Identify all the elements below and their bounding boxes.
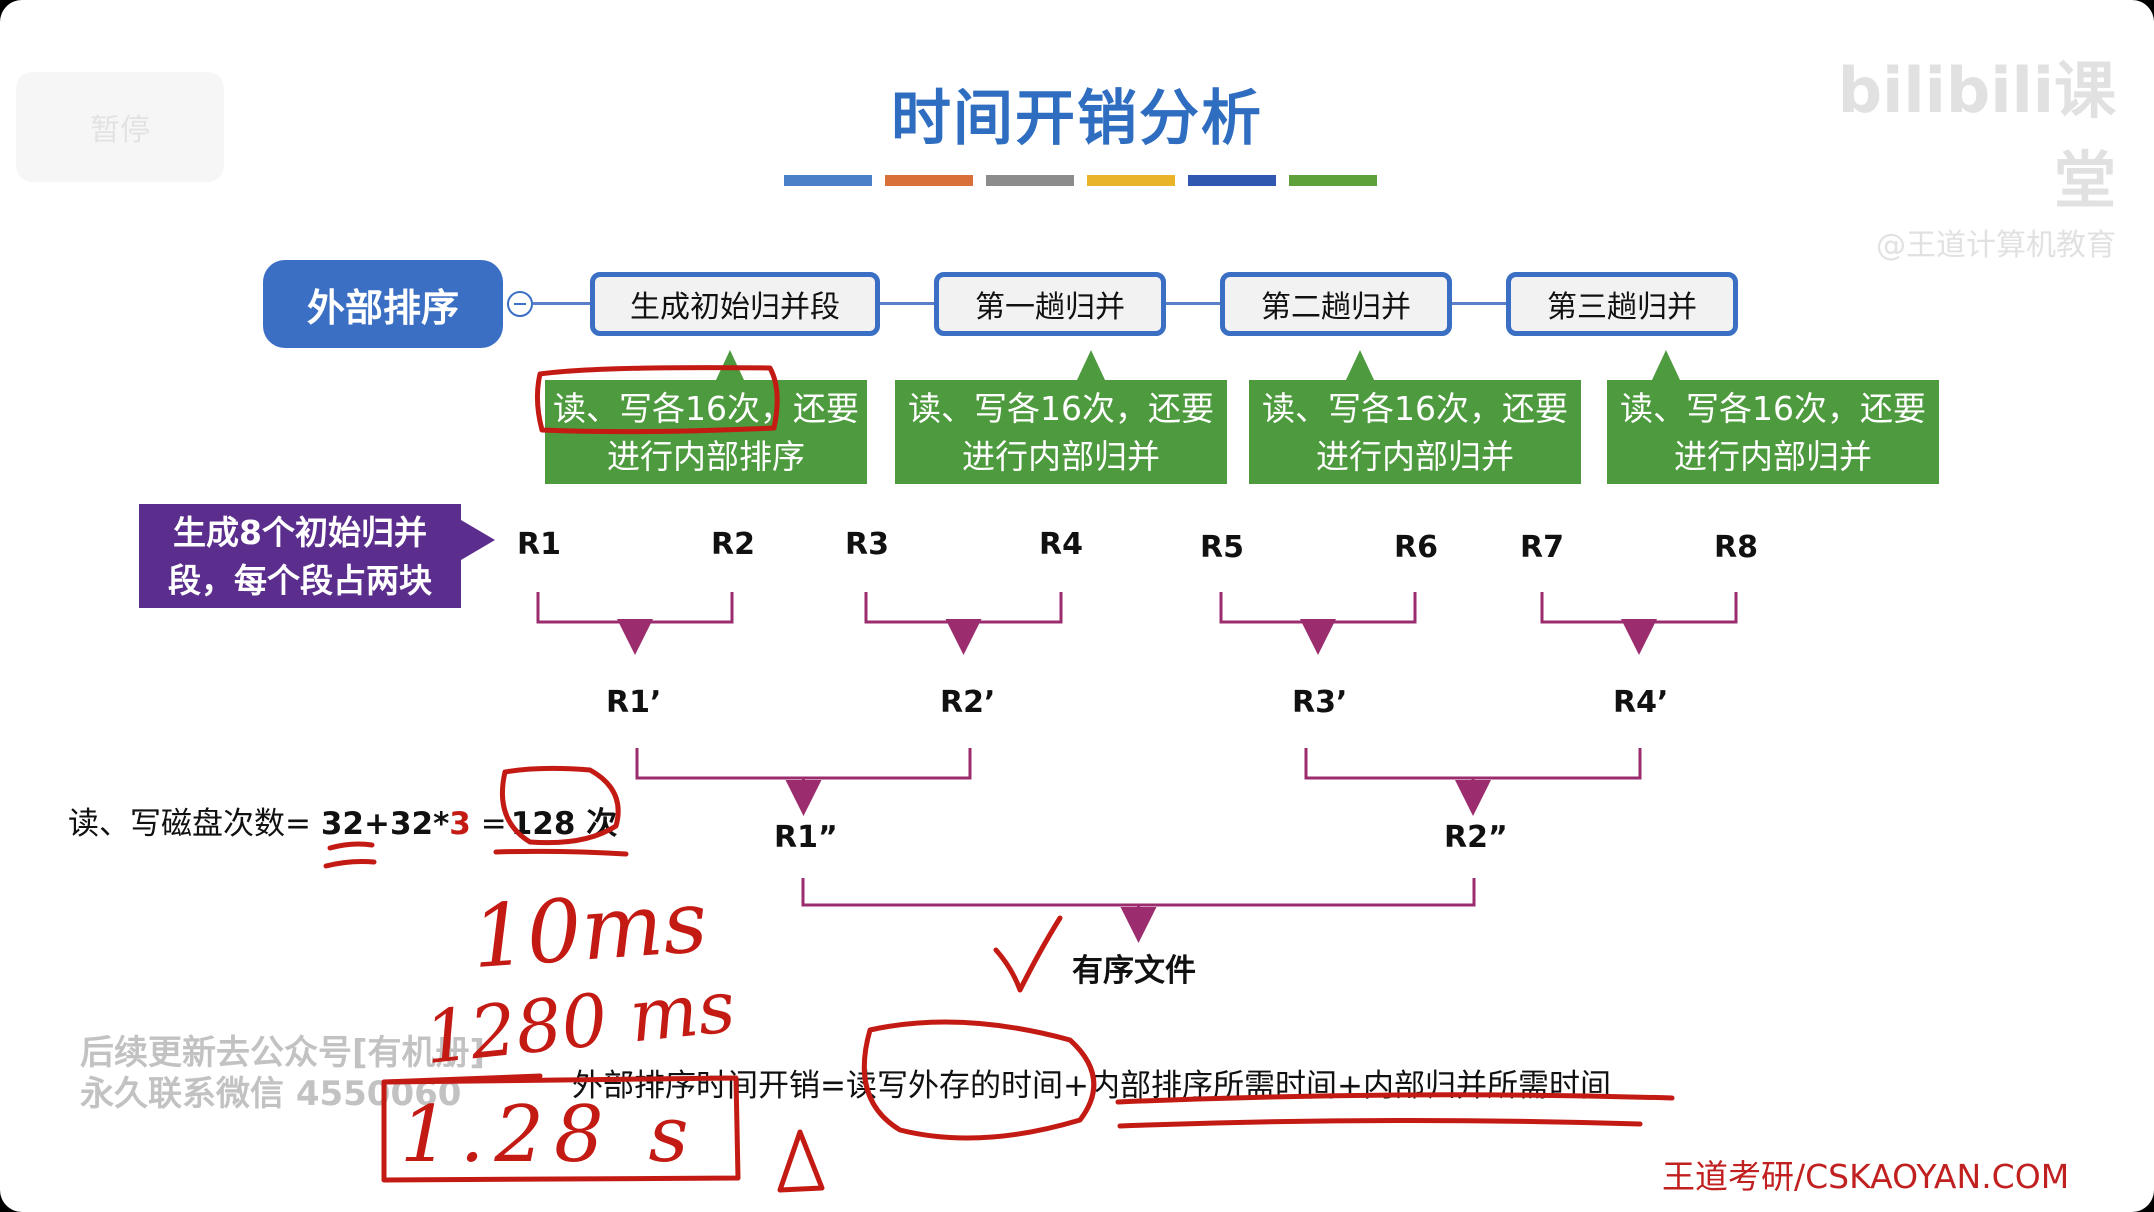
handwriting-128s: 1.28 s	[400, 1090, 699, 1180]
logo-subtext: @王道计算机教育	[1876, 228, 2116, 263]
step-node-pass3: 第三趟归并	[1506, 272, 1738, 336]
root-node: 外部排序	[263, 260, 503, 348]
callout-line: 进行内部归并	[962, 437, 1160, 476]
time-formula-part: +	[1062, 1068, 1089, 1104]
step-node-pass1: 第一趟归并	[934, 272, 1166, 336]
ink-underline	[1115, 1092, 1675, 1105]
io-formula-prefix: 读、写磁盘次数=	[68, 806, 321, 842]
connector	[1166, 302, 1222, 305]
callout-line: 读、写各16次，还要	[1262, 389, 1568, 428]
ink-circle	[499, 765, 621, 846]
title-color-bar	[1289, 175, 1377, 186]
run-label: R3	[845, 527, 889, 562]
run-label: R2	[711, 527, 755, 562]
callout-line: 读、写各16次，还要	[908, 389, 1214, 428]
ink-ellipse	[861, 1019, 1097, 1141]
title-color-bar	[885, 175, 973, 186]
page-title: 时间开销分析	[891, 84, 1263, 154]
segment-note-line: 段，每个段占两块	[168, 561, 432, 600]
segment-note-line: 生成8个初始归并	[173, 513, 427, 552]
io-formula-eq: =	[470, 806, 507, 842]
callout-line: 进行内部归并	[1316, 437, 1514, 476]
time-formula-part: 读写外存的时间	[845, 1068, 1063, 1104]
ink-line	[381, 1073, 543, 1085]
ink-underline	[1117, 1117, 1643, 1129]
run-label: R7	[1520, 530, 1564, 565]
pause-overlay[interactable]: 暂停	[16, 72, 224, 182]
connector	[880, 302, 936, 305]
callout-pointer	[1652, 350, 1680, 380]
title-color-bar	[1087, 175, 1175, 186]
ink-underline	[323, 859, 377, 869]
io-formula-expr-red: 3	[449, 806, 471, 842]
run-label: R1’	[606, 685, 662, 720]
run-label: R5	[1200, 530, 1244, 565]
brand-footer[interactable]: 王道考研/CSKAOYAN.COM	[1662, 1157, 2070, 1196]
run-label: R6	[1394, 530, 1438, 565]
triangle-icon	[777, 1129, 825, 1193]
watermark-line: 后续更新去公众号[有机册]	[80, 1033, 486, 1073]
time-formula: 外部排序时间开销=读写外存的时间+内部排序所需时间+内部归并所需时间	[572, 1060, 1611, 1105]
callout-pass2: 读、写各16次，还要 进行内部归并	[1249, 380, 1581, 484]
callout-pointer	[1077, 350, 1105, 380]
connector	[1452, 302, 1508, 305]
final-label: 有序文件	[1072, 953, 1196, 989]
callout-line: 进行内部归并	[1674, 437, 1872, 476]
run-label: R1”	[774, 820, 838, 855]
callout-pass1: 读、写各16次，还要 进行内部归并	[895, 380, 1227, 484]
run-label: R8	[1714, 530, 1758, 565]
title-color-bar	[784, 175, 872, 186]
segment-note: 生成8个初始归并 段，每个段占两块	[139, 504, 461, 608]
callout-line: 进行内部排序	[607, 437, 805, 476]
logo-text: bilibili课堂	[1837, 54, 2116, 217]
segment-note-pointer	[461, 520, 495, 560]
callout-pointer	[1346, 350, 1374, 380]
run-label: R1	[517, 527, 561, 562]
callout-line: 读、写各16次，还要	[553, 389, 859, 428]
run-label: R3’	[1292, 685, 1348, 720]
ink-box	[381, 1075, 741, 1183]
connector	[533, 302, 593, 305]
collapse-icon[interactable]	[507, 291, 533, 317]
run-label: R4	[1039, 527, 1083, 562]
run-label: R4’	[1613, 685, 1669, 720]
callout-line: 读、写各16次，还要	[1620, 389, 1926, 428]
callout-pointer	[716, 350, 744, 380]
check-mark-icon	[993, 915, 1063, 993]
step-node-pass2: 第二趟归并	[1220, 272, 1452, 336]
time-formula-part: 外部排序时间开销=	[572, 1068, 846, 1104]
io-formula-expr: 32+32*	[320, 806, 450, 842]
step-node-initial: 生成初始归并段	[590, 272, 880, 336]
pause-label: 暂停	[90, 113, 150, 148]
callout-pass3: 读、写各16次，还要 进行内部归并	[1607, 380, 1939, 484]
ink-underline	[327, 841, 375, 851]
title-color-bar	[1188, 175, 1276, 186]
run-label: R2”	[1444, 820, 1508, 855]
run-label: R2’	[940, 685, 996, 720]
ink-underline	[493, 848, 629, 857]
bilibili-logo: bilibili课堂 @王道计算机教育	[1776, 40, 2116, 264]
title-color-bar	[986, 175, 1074, 186]
ink-box	[534, 365, 780, 435]
